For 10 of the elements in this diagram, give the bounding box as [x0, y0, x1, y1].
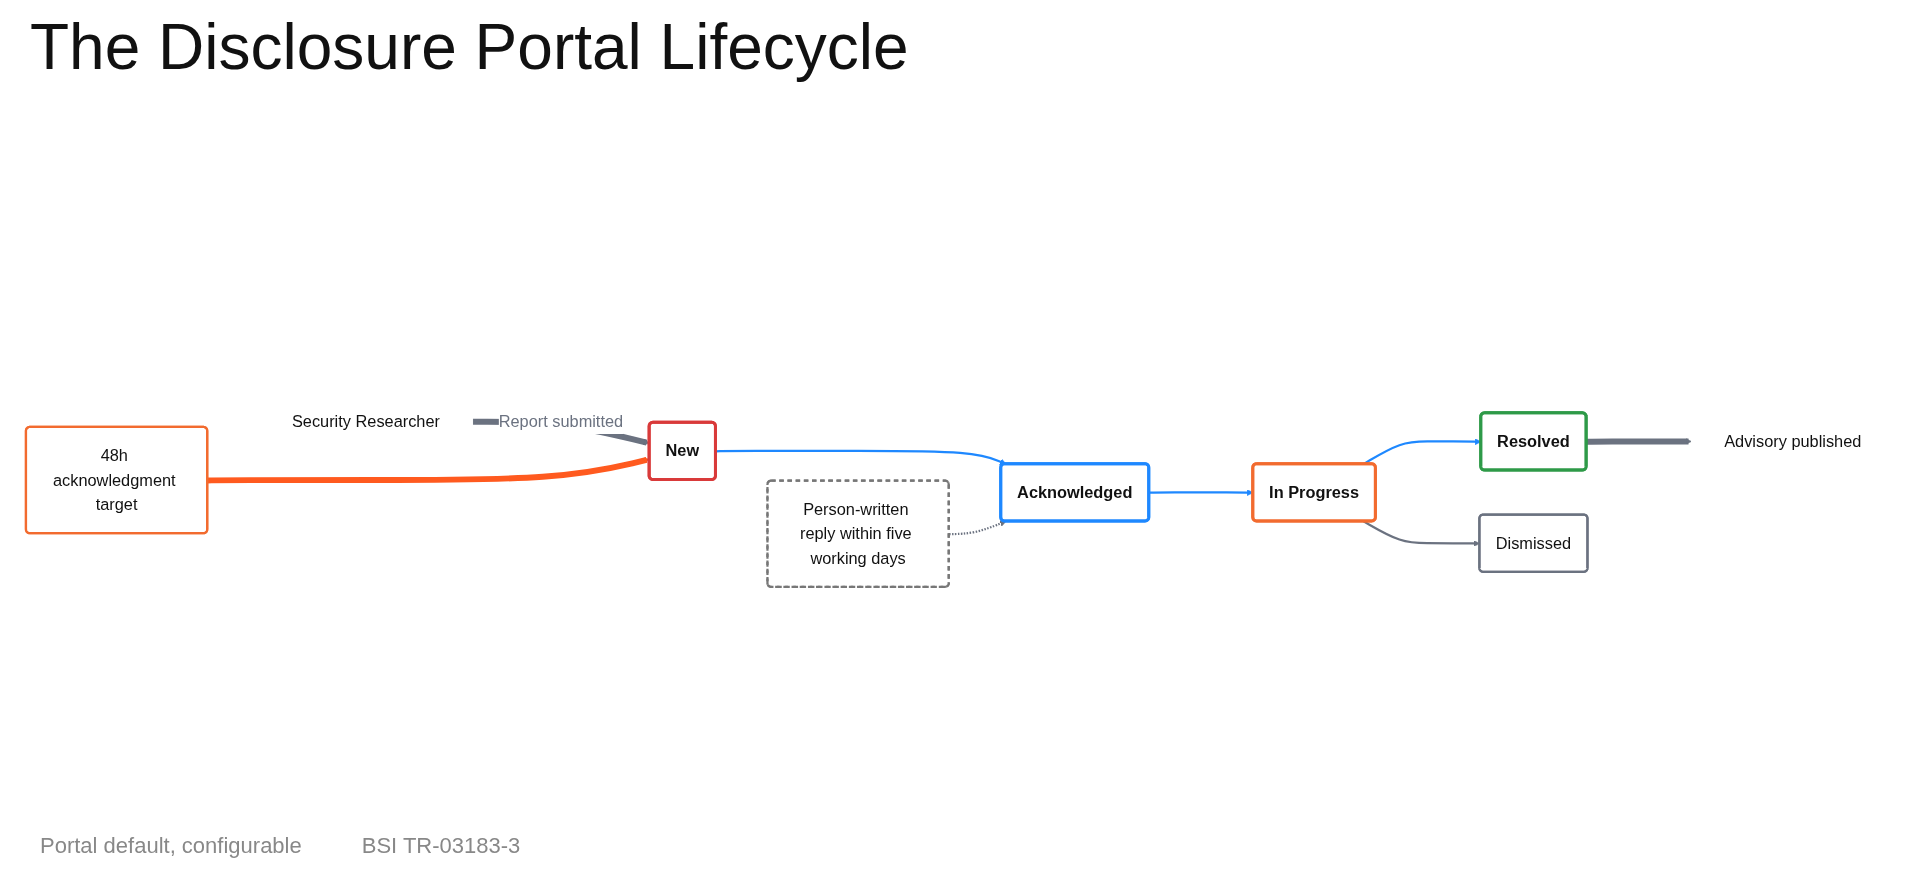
- diagram-title: The Disclosure Portal Lifecycle: [30, 10, 910, 84]
- arrow: [1586, 438, 1692, 445]
- node-text: Advisory published: [1724, 432, 1862, 451]
- node-text: Security Researcher: [291, 412, 440, 432]
- arrow: [207, 457, 650, 484]
- note-text: BSI TR-03183-3: [361, 833, 521, 859]
- arrow: [715, 449, 1007, 465]
- arrow: [949, 520, 1007, 536]
- note-text: Portal default, configurable: [40, 833, 302, 859]
- edge-label: Report submitted: [498, 412, 624, 432]
